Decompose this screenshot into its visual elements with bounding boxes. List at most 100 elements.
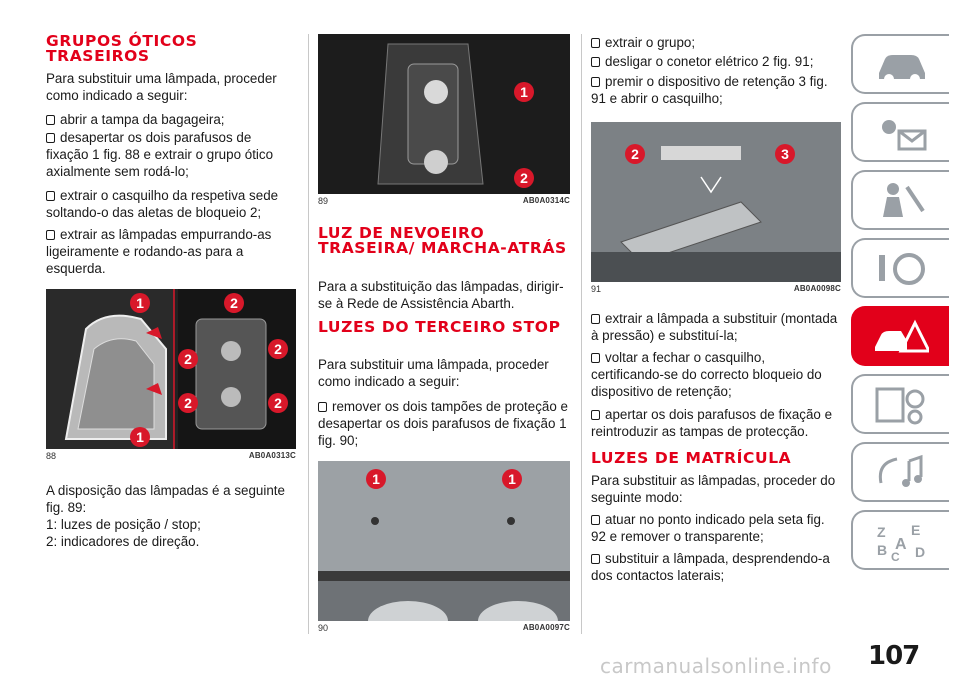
plate-lights-intro: Para substituir as lâmpadas, proceder do… bbox=[591, 473, 836, 505]
figure-89-image: 1 2 bbox=[318, 34, 570, 194]
checkbox-bullet-icon bbox=[591, 314, 600, 324]
lamp-holder-illustration bbox=[377, 43, 484, 185]
figure-caption: 90 AB0A0097C bbox=[318, 623, 570, 633]
step-item: premir o dispositivo de retenção 3 fig. … bbox=[591, 73, 841, 107]
chapter-tabs-sidebar: Z E A B D C bbox=[851, 34, 949, 578]
step-text: remover os dois tampões de proteção e de… bbox=[318, 399, 568, 448]
svg-text:C: C bbox=[891, 550, 900, 561]
step-text: atuar no ponto indicado pela seta fig. 9… bbox=[591, 512, 825, 544]
steering-key-icon bbox=[879, 253, 925, 285]
figure-caption: 88 AB0A0313C bbox=[46, 451, 296, 461]
step-text: extrair o grupo; bbox=[605, 35, 696, 50]
step-text: premir o dispositivo de retenção 3 fig. … bbox=[591, 74, 828, 106]
figure-caption: 89 AB0A0314C bbox=[318, 196, 570, 206]
step-item: apertar os dois parafusos de fixação e r… bbox=[591, 406, 841, 440]
step-item: abrir a tampa da bagageira; bbox=[46, 111, 225, 128]
step-text: substituir a lâmpada, desprendendo-a dos… bbox=[591, 551, 830, 583]
step-item: voltar a fechar o casquilho, certificand… bbox=[591, 349, 841, 400]
section-heading-plate-lights: LUZES DE MATRÍCULA bbox=[591, 449, 792, 467]
figure-number: 88 bbox=[46, 451, 57, 461]
callout-marker: 2 bbox=[268, 339, 288, 359]
step-item: extrair o casquilho da respetiva sede so… bbox=[46, 187, 296, 221]
checkbox-bullet-icon bbox=[591, 410, 600, 420]
svg-text:A: A bbox=[895, 536, 907, 553]
step-item: extrair as lâmpadas empurrando-as ligeir… bbox=[46, 226, 296, 277]
section-heading-fog-reverse: LUZ DE NEVOEIRO TRASEIRA/ MARCHA-ATRÁS bbox=[318, 224, 567, 257]
step-text: desapertar os dois parafusos de fixação … bbox=[46, 130, 274, 179]
figure-caption: 91 AB0A0098C bbox=[591, 284, 841, 294]
step-item: extrair o grupo; bbox=[591, 34, 695, 51]
tab-multimedia[interactable] bbox=[851, 442, 949, 502]
column-divider bbox=[581, 34, 582, 634]
figure-number: 90 bbox=[318, 623, 329, 633]
watermark: carmanualsonline.info bbox=[600, 654, 832, 678]
tail-light-illustration bbox=[46, 289, 296, 449]
warning-lights-icon bbox=[882, 120, 927, 151]
step-text: abrir a tampa da bagageira; bbox=[60, 112, 225, 127]
callout-marker: 2 bbox=[268, 393, 288, 413]
checkbox-bullet-icon bbox=[46, 115, 55, 125]
checkbox-bullet-icon bbox=[591, 353, 600, 363]
multimedia-icon bbox=[878, 454, 923, 487]
figure-89: 1 2 89 AB0A0314C bbox=[318, 34, 570, 206]
figure-code: AB0A0097C bbox=[522, 623, 570, 632]
third-stop-illustration bbox=[318, 461, 570, 621]
figure-90-image: 1 1 bbox=[318, 461, 570, 621]
checkbox-bullet-icon bbox=[591, 515, 600, 525]
callout-marker: 2 bbox=[625, 144, 645, 164]
intro-text: Para substituir uma lâmpada, proceder co… bbox=[46, 71, 277, 103]
step-item: atuar no ponto indicado pela seta fig. 9… bbox=[591, 511, 841, 545]
step-text: extrair as lâmpadas empurrando-as ligeir… bbox=[46, 227, 272, 276]
step-item: remover os dois tampões de proteção e de… bbox=[318, 398, 570, 449]
tab-emergency[interactable] bbox=[851, 306, 949, 366]
step-item: desligar o conetor elétrico 2 fig. 91; bbox=[591, 53, 813, 70]
tab-warning-lights[interactable] bbox=[851, 102, 949, 162]
figure-91: 2 3 91 AB0A0098C bbox=[591, 122, 841, 294]
callout-marker: 2 bbox=[224, 293, 244, 313]
figure-code: AB0A0314C bbox=[522, 196, 570, 205]
figure-88: 1 1 2 2 2 2 2 88 AB0A0313C bbox=[46, 289, 296, 461]
callout-marker: 2 bbox=[178, 393, 198, 413]
svg-text:Z: Z bbox=[877, 524, 886, 540]
checkbox-bullet-icon bbox=[46, 133, 55, 143]
legend-item: 1: luzes de posição / stop; bbox=[46, 517, 201, 532]
checkbox-bullet-icon bbox=[591, 554, 600, 564]
figure-90: 1 1 90 AB0A0097C bbox=[318, 461, 570, 633]
step-text: extrair a lâmpada a substituir (montada … bbox=[591, 311, 838, 343]
step-text: voltar a fechar o casquilho, certificand… bbox=[591, 350, 822, 399]
section-heading-third-stop: LUZES DO TERCEIRO STOP bbox=[318, 318, 561, 336]
callout-marker: 1 bbox=[130, 293, 150, 313]
svg-text:B: B bbox=[877, 542, 887, 558]
step-item: desapertar os dois parafusos de fixação … bbox=[46, 129, 296, 180]
checkbox-bullet-icon bbox=[46, 230, 55, 240]
callout-marker: 3 bbox=[775, 144, 795, 164]
step-text: extrair o casquilho da respetiva sede so… bbox=[46, 188, 279, 220]
tab-steering-key[interactable] bbox=[851, 238, 949, 298]
index-icon: Z E A B D C bbox=[877, 522, 925, 561]
car-icon bbox=[879, 55, 925, 84]
step-text: apertar os dois parafusos de fixação e r… bbox=[591, 407, 833, 439]
checkbox-bullet-icon bbox=[591, 57, 600, 67]
seat-safety-icon bbox=[883, 183, 925, 217]
step-text: desligar o conetor elétrico 2 fig. 91; bbox=[605, 54, 814, 69]
column-divider bbox=[308, 34, 309, 634]
lamp-layout-text: A disposição das lâmpadas é a seguinte f… bbox=[46, 483, 285, 515]
tab-index[interactable]: Z E A B D C bbox=[851, 510, 949, 570]
svg-text:D: D bbox=[915, 544, 925, 560]
tab-maintenance[interactable] bbox=[851, 374, 949, 434]
checkbox-bullet-icon bbox=[591, 77, 600, 87]
tab-car[interactable] bbox=[851, 34, 949, 94]
callout-marker: 1 bbox=[366, 469, 386, 489]
checkbox-bullet-icon bbox=[318, 402, 327, 412]
maintenance-icon bbox=[875, 387, 925, 425]
callout-marker: 1 bbox=[514, 82, 534, 102]
figure-code: AB0A0098C bbox=[793, 284, 841, 293]
step-item: extrair a lâmpada a substituir (montada … bbox=[591, 310, 841, 344]
fog-reverse-text: Para a substituição das lâmpadas, dirigi… bbox=[318, 279, 564, 311]
tab-seat-safety[interactable] bbox=[851, 170, 949, 230]
checkbox-bullet-icon bbox=[591, 38, 600, 48]
callout-marker: 2 bbox=[514, 168, 534, 188]
callout-marker: 2 bbox=[178, 349, 198, 369]
figure-code: AB0A0313C bbox=[248, 451, 296, 460]
svg-text:E: E bbox=[911, 522, 920, 538]
